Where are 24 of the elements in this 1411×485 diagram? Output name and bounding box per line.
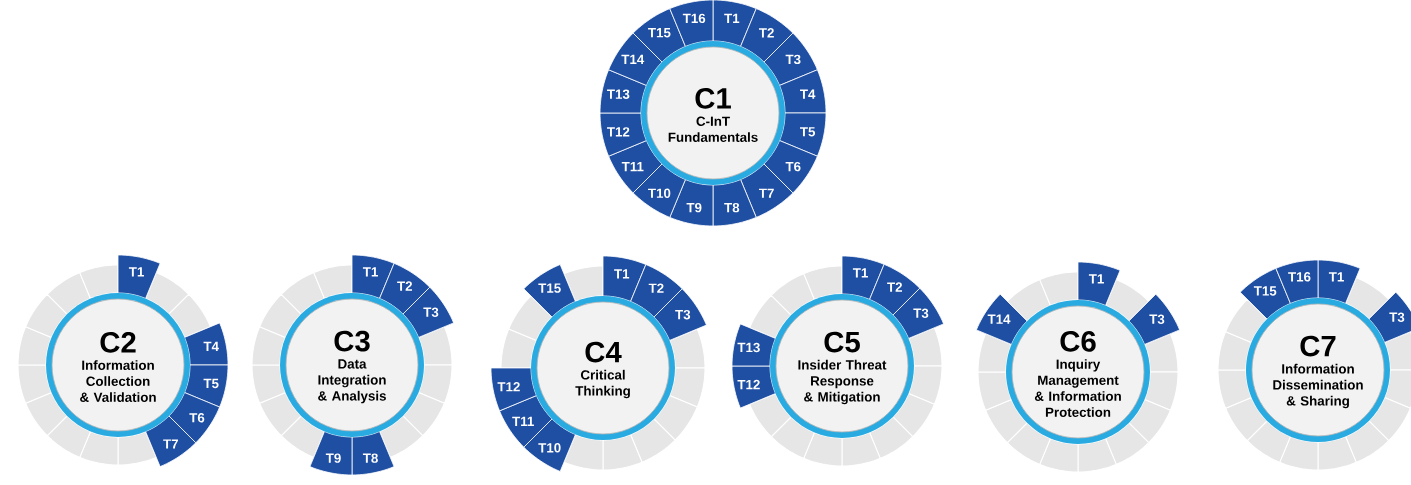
ring-segment: T14 [976,293,1028,345]
ring-segment: T15 [523,264,576,318]
ring-segment: T12 [490,367,537,412]
ring-segment: T1 [602,255,647,302]
ring-segment: T12 [599,112,647,157]
ring-segment: T5 [184,364,229,408]
ring-segment: T1 [841,255,885,300]
ring-segment: T3 [1368,291,1411,343]
ring-segment: T1 [712,0,757,47]
ring-segment: T4 [184,322,229,366]
ring-segment: T3 [1128,293,1181,345]
ring-segment: T13 [599,69,647,114]
ring-segment: T4 [779,69,827,114]
ring-segment: T8 [351,431,395,476]
ring-segment: T1 [1077,261,1121,306]
node-label: T8 [362,453,378,463]
ring-segment: T13 [731,323,776,367]
ring-segment: T1 [351,254,395,299]
ring-segment: T8 [712,179,757,227]
ring-segment: T1 [117,254,161,299]
ring-segment: T12 [731,365,776,409]
ring-segment: T1 [1317,259,1361,304]
ring-segment: T5 [779,112,827,157]
ring-segment: T9 [309,431,353,476]
